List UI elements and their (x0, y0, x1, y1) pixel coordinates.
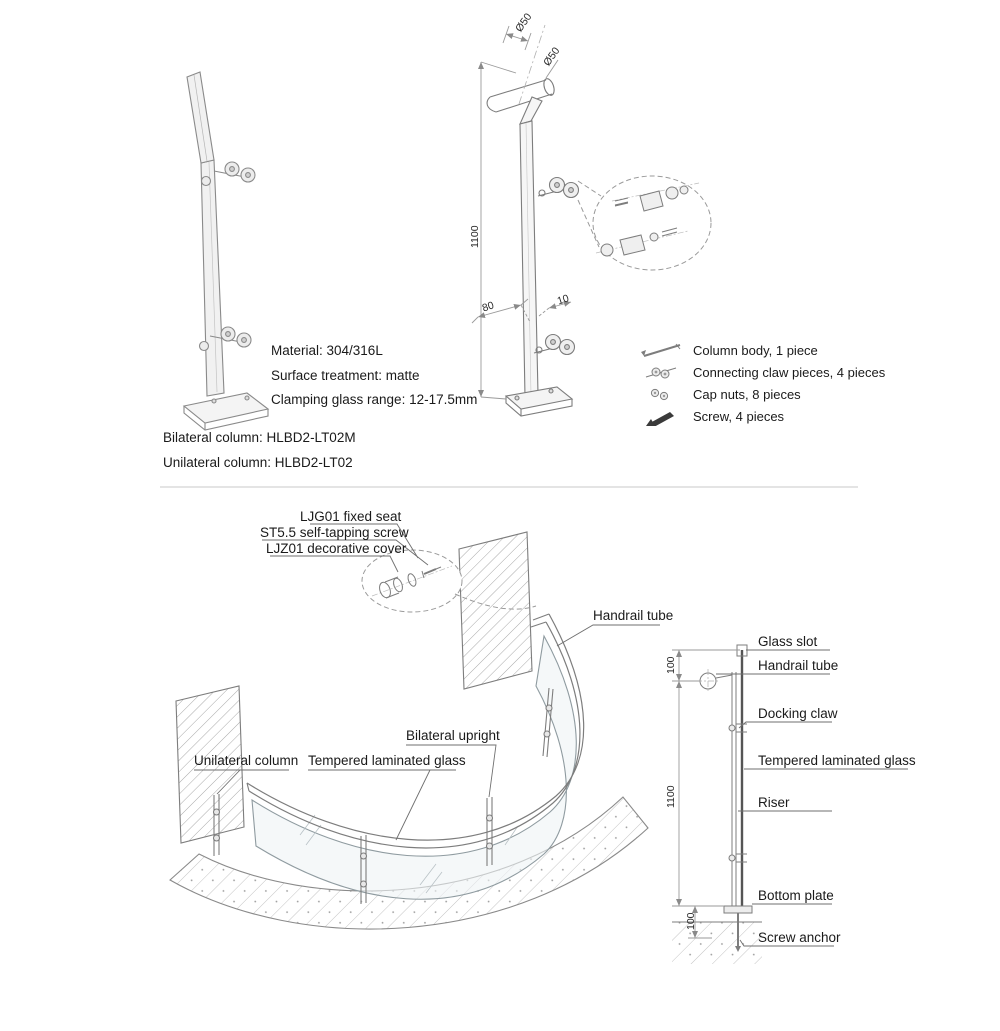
glass-posts (212, 687, 554, 904)
parts-list-row-column-body: Column body, 1 piece (638, 340, 818, 360)
section-label-tempered-glass: Tempered laminated glass (758, 753, 916, 768)
section-label-glass-slot: Glass slot (758, 634, 818, 649)
perspective-column-drawing (182, 71, 270, 431)
claw-detail-bubble (577, 175, 712, 271)
parts-list-row-screw: Screw, 4 pieces (638, 406, 784, 426)
surface-treatment-text: Surface treatment: matte (271, 368, 420, 383)
parts-list-row-cap-nuts: Cap nuts, 8 pieces (638, 384, 801, 404)
balcony-isometric (169, 531, 649, 930)
section-label-screw-anchor: Screw anchor (758, 930, 841, 945)
callout-bilateral-upright: Bilateral upright (406, 728, 500, 743)
section-dim-top: 100 (665, 656, 677, 674)
part-label: Connecting claw pieces, 4 pieces (693, 364, 886, 380)
callout-handrail-tube: Handrail tube (593, 608, 674, 623)
callout-unilateral-column: Unilateral column (194, 753, 299, 768)
section-label-docking-claw: Docking claw (758, 706, 838, 721)
section-label-handrail-tube: Handrail tube (758, 658, 839, 673)
screw-icon (646, 412, 674, 426)
section-label-bottom-plate: Bottom plate (758, 888, 834, 903)
column-dimension-lines (471, 25, 572, 400)
parts-list-row-claw-pieces: Connecting claw pieces, 4 pieces (638, 362, 885, 382)
part-label: Screw, 4 pieces (693, 408, 785, 424)
section-dim-height: 1100 (665, 785, 677, 808)
clamping-range-text: Clamping glass range: 12-17.5mm (271, 392, 478, 407)
mounting-detail-bubble (361, 549, 537, 613)
part-label: Cap nuts, 8 pieces (693, 386, 801, 402)
callout-leader-lines (194, 523, 660, 841)
callout-tempered-glass: Tempered laminated glass (308, 753, 466, 768)
callout-fixed-seat: LJG01 fixed seat (300, 509, 402, 524)
claw-pieces-icon (645, 367, 677, 379)
callout-decorative-cover: LJZ01 decorative cover (266, 541, 407, 556)
callout-self-tapping-screw: ST5.5 self-tapping screw (260, 525, 409, 540)
dimensioned-column-drawing (486, 24, 580, 417)
material-spec-text: Material: 304/316L (271, 343, 383, 358)
dim-column-height: 1100 (469, 225, 481, 248)
part-label: Column body, 1 piece (693, 342, 818, 358)
bilateral-model-text: Bilateral column: HLBD2-LT02M (163, 430, 356, 445)
cap-nuts-icon (650, 388, 669, 401)
section-label-riser: Riser (758, 795, 790, 810)
section-dim-embed: 100 (685, 912, 697, 930)
column-body-icon (641, 343, 681, 357)
section-elevation (672, 644, 908, 964)
unilateral-model-text: Unilateral column: HLBD2-LT02 (163, 455, 353, 470)
